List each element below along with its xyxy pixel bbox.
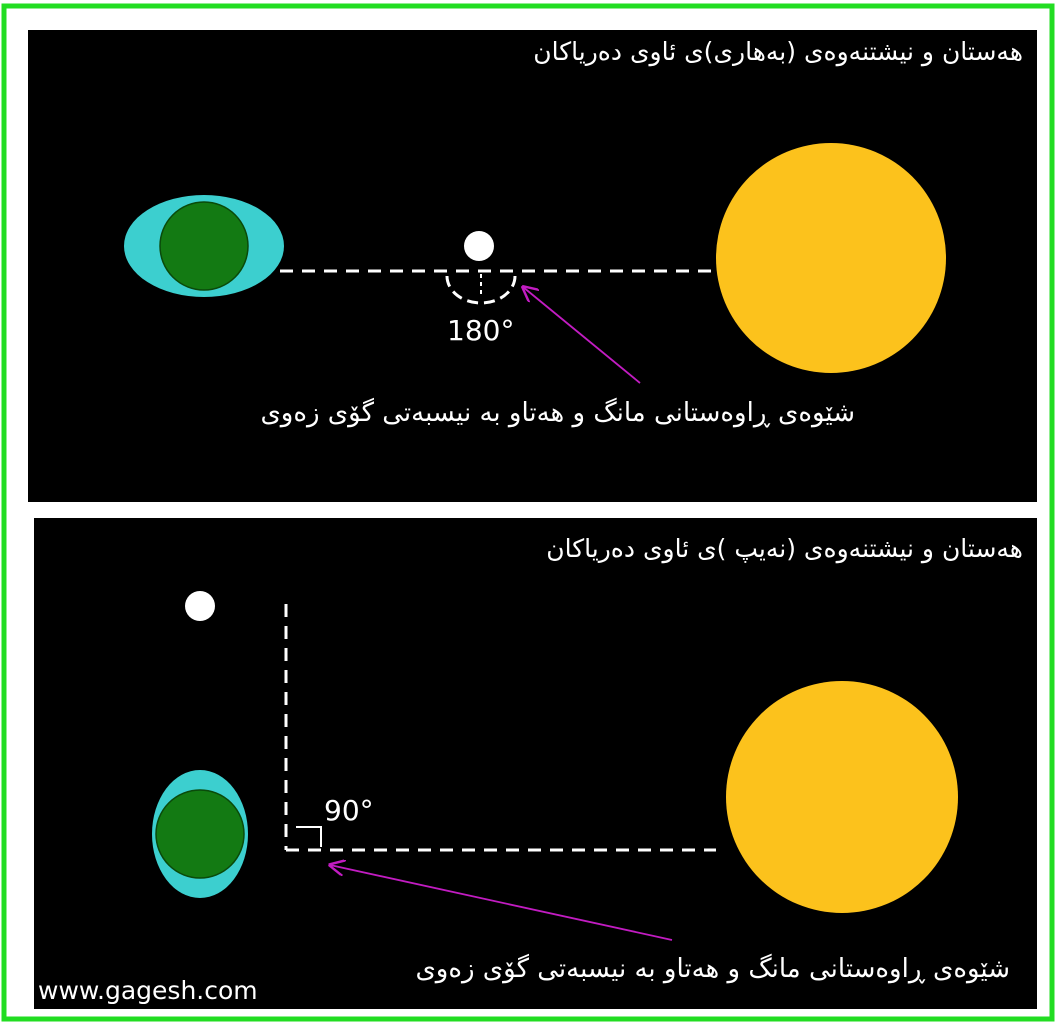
neap-angle-label: 90°	[324, 794, 374, 827]
earth-icon	[124, 195, 284, 297]
sun-icon	[716, 143, 946, 373]
earth-land	[155, 789, 245, 879]
moon-icon	[185, 591, 215, 621]
earth-icon	[152, 770, 248, 898]
neap-tide-panel: هەستان و نیشتنەوەی (نەیپ )ی ئاوی دەریاکا…	[34, 518, 1037, 1009]
neap-panel-title: هەستان و نیشتنەوەی (نەیپ )ی ئاوی دەریاکا…	[546, 534, 1023, 564]
spring-panel-caption: شێوەی ڕاوەستانی مانگ و هەتاو بە نیسبەتی …	[260, 397, 855, 428]
right-angle-icon	[296, 826, 322, 847]
pointer-arrow-icon	[523, 287, 641, 384]
moon-icon	[464, 231, 494, 261]
neap-panel-caption: شێوەی ڕاوەستانی مانگ و هەتاو بە نیسبەتی …	[415, 953, 1010, 984]
sun-icon	[726, 681, 958, 913]
spring-angle-label: 180°	[447, 314, 514, 347]
straight-angle-marker	[445, 274, 517, 305]
pointer-arrow-icon	[330, 865, 673, 941]
watermark: www.gagesh.com	[38, 976, 258, 1005]
spring-tide-panel: هەستان و نیشتنەوەی (بەهاری)ی ئاوی دەریاک…	[28, 30, 1037, 502]
spring-panel-title: هەستان و نیشتنەوەی (بەهاری)ی ئاوی دەریاک…	[533, 37, 1023, 67]
earth-land	[159, 201, 249, 291]
